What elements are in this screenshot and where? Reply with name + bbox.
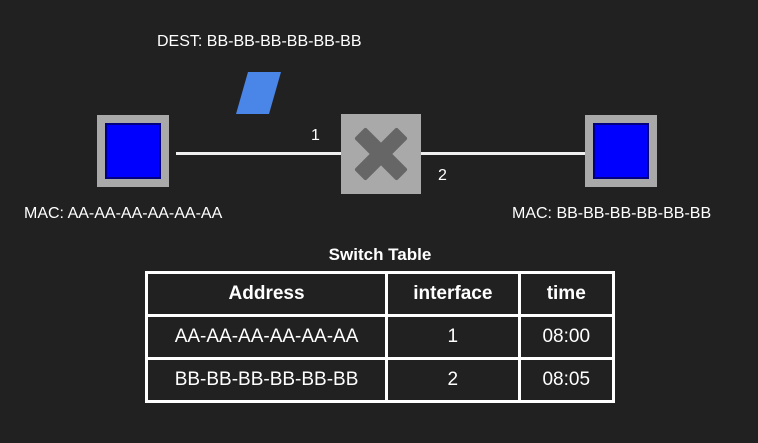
table-cell-time: 08:00 [517, 314, 615, 360]
link-host-a-switch [176, 152, 342, 155]
packet-dest-label: DEST: BB-BB-BB-BB-BB-BB [157, 33, 362, 50]
switch-table-title: Switch Table [328, 245, 432, 264]
switch-table: Address interface time AA-AA-AA-AA-AA-AA… [144, 271, 615, 403]
table-cell-interface: 1 [385, 314, 521, 360]
table-header-row: Address interface time [144, 271, 615, 317]
host-b-screen [593, 123, 649, 179]
table-cell-address: BB-BB-BB-BB-BB-BB [144, 357, 389, 403]
host-a-mac-label: MAC: AA-AA-AA-AA-AA-AA [24, 205, 223, 222]
switch[interactable] [341, 114, 421, 194]
link-switch-host-b [421, 152, 585, 155]
header-interface: interface [385, 271, 521, 317]
port-2-label: 2 [438, 167, 447, 184]
packet-icon [236, 72, 281, 114]
table-cell-interface: 2 [385, 357, 521, 403]
host-a-screen [105, 123, 161, 179]
host-a[interactable] [97, 115, 169, 187]
table-cell-time: 08:05 [517, 357, 615, 403]
table-cell-address: AA-AA-AA-AA-AA-AA [144, 314, 389, 360]
header-time: time [517, 271, 615, 317]
header-address: Address [144, 271, 389, 317]
table-row: AA-AA-AA-AA-AA-AA 1 08:00 [144, 314, 615, 360]
host-b[interactable] [585, 115, 657, 187]
port-1-label: 1 [311, 127, 320, 144]
host-b-mac-label: MAC: BB-BB-BB-BB-BB-BB [512, 205, 712, 222]
x-icon [354, 127, 408, 181]
table-row: BB-BB-BB-BB-BB-BB 2 08:05 [144, 357, 615, 403]
